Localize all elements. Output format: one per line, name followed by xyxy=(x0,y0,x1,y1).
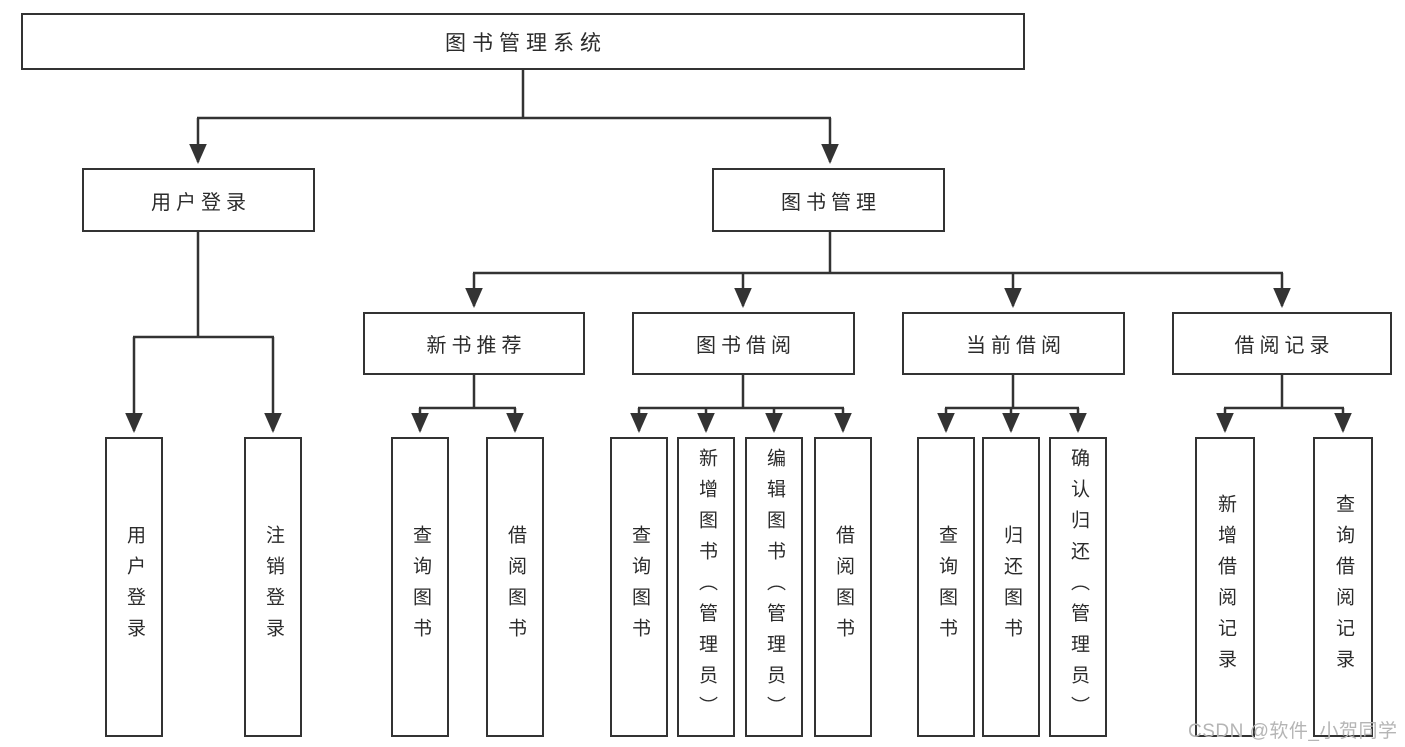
node-label-borrow-records: 借阅记录 xyxy=(1234,335,1335,357)
leaf-box-return-books: 归还图书 xyxy=(982,437,1040,737)
node-box-user-login: 用户登录 xyxy=(82,168,315,232)
node-label-user-login: 用户登录 xyxy=(151,191,251,214)
node-label-book-management: 图书管理 xyxy=(781,191,881,214)
leaf-box-borrow-books: 借阅图书 xyxy=(814,437,872,737)
leaf-box-add-borrow-record: 新增借阅记录 xyxy=(1195,437,1255,737)
node-box-borrow-records: 借阅记录 xyxy=(1172,312,1392,375)
csdn-watermark: CSDN @软件_小贺同学 xyxy=(1188,721,1398,742)
leaf-box-logout: 注销登录 xyxy=(244,437,302,737)
leaf-box-confirm-return-admin: 确认归还（管理员） xyxy=(1049,437,1107,737)
node-label-book-borrow: 图书借阅 xyxy=(696,335,796,357)
node-label-new-book-recommend: 新书推荐 xyxy=(426,335,527,357)
node-box-current-borrow: 当前借阅 xyxy=(902,312,1125,375)
node-box-root: 图书管理系统 xyxy=(21,13,1025,70)
leaf-box-query-books-recommend: 查询图书 xyxy=(391,437,449,737)
leaf-box-query-borrow-record: 查询借阅记录 xyxy=(1313,437,1373,737)
leaf-box-user-login: 用户登录 xyxy=(105,437,163,737)
node-box-new-book-recommend: 新书推荐 xyxy=(363,312,585,375)
node-label-root: 图书管理系统 xyxy=(445,31,607,55)
leaf-box-edit-books-admin: 编辑图书（管理员） xyxy=(745,437,803,737)
leaf-box-query-books-current: 查询图书 xyxy=(917,437,975,737)
leaf-box-query-books-borrow: 查询图书 xyxy=(610,437,668,737)
node-box-book-borrow: 图书借阅 xyxy=(632,312,855,375)
leaf-box-borrow-books-recommend: 借阅图书 xyxy=(486,437,544,737)
node-box-book-management: 图书管理 xyxy=(712,168,945,232)
node-label-current-borrow: 当前借阅 xyxy=(966,335,1066,357)
leaf-box-add-books-admin: 新增图书（管理员） xyxy=(677,437,735,737)
